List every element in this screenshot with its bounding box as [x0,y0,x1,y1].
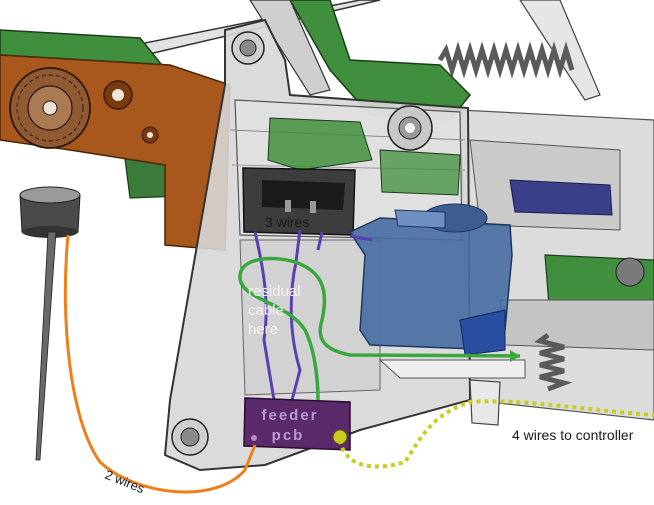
purple-wires [253,229,373,401]
yellow-controller-wires [338,399,654,469]
microswitch [242,167,356,236]
three-wires-label: 3 wires [265,214,309,230]
residual-label-line2: cable [248,302,284,319]
pcb-label-line1: feeder [261,407,318,424]
green-lever-top [289,0,472,121]
mounting-bosses [171,31,433,456]
shaft-end [615,257,645,287]
tape-guide [19,186,81,461]
gear-icon [9,67,91,149]
pcb-label-line2: pcb [272,427,305,444]
feeder-pcb: feeder pcb [243,397,351,451]
green-inner-arm [267,117,461,196]
orange-wires [63,234,257,494]
residual-label-line3: here [248,321,278,338]
right-mechanism [459,109,654,421]
servo-motor [348,203,513,356]
spring-top [437,41,575,79]
four-wires-label: 4 wires to controller [512,427,634,443]
green-wire [238,256,521,401]
spring-right [534,333,573,392]
residual-label-line1: residual [248,283,301,300]
